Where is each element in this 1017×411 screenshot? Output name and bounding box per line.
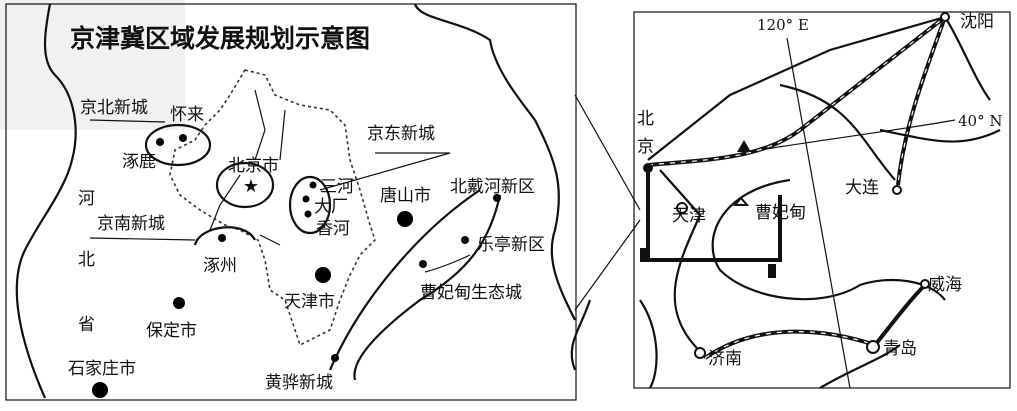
tangshan-dot [397, 211, 413, 227]
beijing-tianjin-boundary [169, 69, 376, 347]
coastal-belt-line [328, 189, 481, 371]
port-block-icon [640, 248, 648, 262]
railway-north [647, 15, 946, 161]
beidaihe-dot [493, 194, 501, 202]
left-map-frame [5, 3, 577, 401]
province-char-3: 省 [78, 315, 95, 335]
railway-shenda [896, 16, 947, 186]
label-jingnan: 京南新城 [97, 214, 165, 234]
zoom-connector-lines [574, 94, 641, 311]
label-xianghe: 香河 [316, 219, 350, 239]
huailai-dot [179, 134, 187, 142]
port-block-icon-2 [768, 264, 776, 278]
coastline [570, 299, 592, 371]
label-beijing: 北京市 [228, 156, 279, 176]
railway-shenda-inner [897, 16, 946, 186]
label-zhuozhou: 涿州 [203, 256, 237, 276]
label-dachang: 大厂 [314, 197, 348, 217]
meridian-120e [786, 37, 851, 389]
shenyang-marker [940, 12, 950, 22]
label-jingbei: 京北新城 [80, 98, 148, 118]
railway-jinghu [659, 169, 706, 359]
dachang-dot [302, 195, 310, 203]
label-jingdong: 京东新城 [367, 124, 435, 144]
label-meridian: 120° E [757, 16, 809, 34]
province-char-1: 河 [78, 189, 95, 209]
label-zhuolu: 涿鹿 [122, 152, 156, 172]
scan-shade [0, 0, 185, 130]
label-huanghua: 黄骅新城 [265, 373, 333, 393]
map-title: 京津冀区域发展规划示意图 [70, 24, 370, 53]
label-shijiazhuang: 石家庄市 [68, 359, 136, 379]
province-border-west [15, 3, 77, 399]
jinan-marker [694, 347, 706, 359]
label-sanhe: 三河 [320, 177, 354, 197]
laoting-dot [461, 236, 469, 244]
shijiazhuang-dot [92, 382, 108, 398]
label-shenyang: 沈阳 [960, 12, 994, 32]
label-beidaihe: 北戴河新区 [450, 177, 535, 197]
label-laoting: 乐亭新区 [477, 235, 545, 255]
weihai-marker [920, 279, 930, 289]
tianjin-dot [315, 267, 331, 283]
label-caofeidian: 曹妃甸生态城 [420, 283, 522, 303]
label-qingdao: 青岛 [883, 339, 917, 359]
qingdao-marker [866, 340, 880, 354]
province-border-east [413, 3, 576, 321]
coast-liaodong [779, 83, 1001, 181]
caofeidian-dot [419, 260, 427, 268]
label-tianjin: 天津市 [284, 292, 335, 312]
railway-jingha [647, 15, 947, 167]
beijing-core [215, 161, 275, 209]
label-caofeidian-right: 曹妃甸 [755, 203, 806, 223]
railway-east [944, 16, 991, 101]
left-map: ★ 京津冀区域发展规划示意图 河 北 省 京北新城 怀来 涿鹿 北京市 京东新城… [0, 0, 592, 401]
coast-shandong [639, 299, 901, 389]
coastal-belt-line-2 [353, 194, 502, 381]
port-triangle-icon [732, 196, 750, 206]
jingnan-zone [193, 226, 256, 246]
label-parallel: 40° N [958, 112, 1002, 130]
jingdong-zone [288, 175, 332, 235]
label-beijing-1: 北 [637, 109, 654, 129]
capital-star-icon: ★ [243, 176, 259, 197]
right-map: 120° E 40° N 沈阳 北 京 大连 天津 曹妃甸 威海 青岛 济南 [633, 11, 1011, 389]
label-jinan: 济南 [708, 349, 742, 369]
beijing-marker [643, 163, 653, 173]
huanghua-dot [331, 354, 339, 362]
label-tianjin-right: 天津 [672, 206, 706, 226]
railway-jiaoji-inner [704, 331, 876, 359]
label-baoding: 保定市 [146, 321, 197, 341]
tianjin-marker [676, 202, 688, 214]
label-weihai: 威海 [928, 275, 962, 295]
district-lines [209, 89, 286, 246]
baoding-dot [173, 297, 185, 309]
label-dalian: 大连 [845, 178, 879, 198]
xianghe-dot [304, 210, 312, 218]
label-beijing-2: 京 [637, 137, 654, 157]
label-huailai: 怀来 [170, 105, 204, 125]
caofeidian-arrow [424, 254, 471, 273]
jingbei-zone [144, 123, 212, 167]
mountain-icon [737, 140, 751, 152]
zhuolu-dot [156, 138, 164, 146]
dalian-marker [892, 185, 902, 195]
zhuozhou-dot [218, 234, 226, 242]
leader-lines [89, 119, 451, 241]
province-char-2: 北 [78, 250, 95, 270]
label-tangshan: 唐山市 [380, 185, 431, 206]
coast-bohai [711, 178, 946, 301]
sanhe-dot [309, 181, 317, 189]
